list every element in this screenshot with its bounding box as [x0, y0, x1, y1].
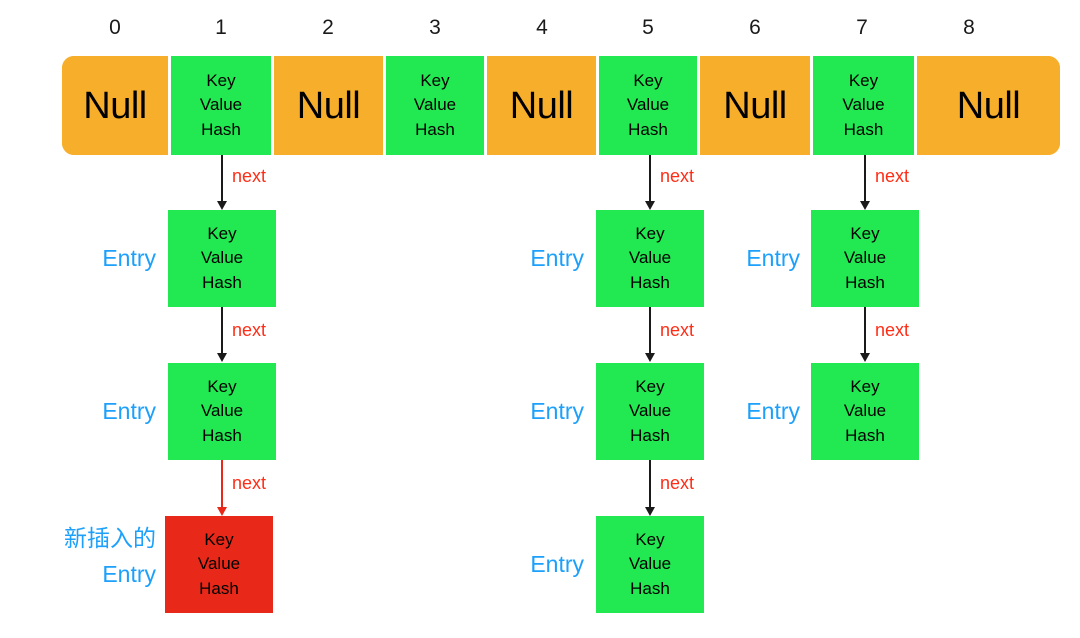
bucket-cell-0[interactable]: Null: [62, 56, 168, 155]
bucket-index-label-7: 7: [856, 16, 868, 39]
hash-label: Hash: [201, 119, 241, 139]
value-label: Value: [842, 95, 885, 115]
new-entry-side-label: 新插入的 Entry: [6, 521, 156, 592]
bucket-index-label-0: 0: [109, 16, 121, 39]
next-arrow-chain7-1: [860, 307, 870, 362]
new-entry-label-en: Entry: [102, 560, 156, 587]
bucket-cell-6[interactable]: Null: [700, 56, 810, 155]
bucket-index-label-5: 5: [642, 16, 654, 39]
next-label-chain7-0: next: [875, 166, 910, 186]
entry-side-label-chain1-0: Entry: [102, 245, 156, 271]
key-label: Key: [207, 224, 237, 244]
next-arrow-chain5-2: [645, 460, 655, 516]
hash-label: Hash: [630, 425, 670, 445]
hash-label: Hash: [845, 425, 885, 445]
hash-label: Hash: [843, 119, 884, 139]
entry-node-chain5-2[interactable]: Key Value Hash: [596, 516, 704, 613]
value-label: Value: [843, 401, 887, 421]
bucket-entry-1: Key Value Hash: [200, 69, 242, 141]
next-arrow-chain1-0: [217, 155, 227, 210]
key-label: Key: [635, 224, 665, 244]
bucket-index-label-6: 6: [749, 16, 761, 39]
key-label: Key: [850, 224, 880, 244]
bucket-cell-8[interactable]: Null: [917, 56, 1060, 155]
key-label: Key: [635, 530, 665, 550]
bucket-cell-4[interactable]: Null: [487, 56, 596, 155]
value-label: Value: [413, 95, 457, 115]
entry-node-chain1-1[interactable]: Key Value Hash: [168, 363, 276, 460]
next-arrow-chain7-0: [860, 155, 870, 210]
entry-node-chain5-0[interactable]: Key Value Hash: [596, 210, 704, 307]
entry-side-label-chain7-1: Entry: [746, 398, 800, 424]
bucket-null-label-8: Null: [956, 84, 1021, 127]
bucket-cell-5[interactable]: Key Value Hash: [596, 56, 700, 155]
next-label-chain5-0: next: [660, 166, 695, 186]
bucket-cell-2[interactable]: Null: [274, 56, 383, 155]
hash-label: Hash: [630, 272, 670, 292]
entry-node-chain5-1[interactable]: Key Value Hash: [596, 363, 704, 460]
bucket-cell-7[interactable]: Key Value Hash: [810, 56, 917, 155]
hash-label: Hash: [630, 578, 670, 598]
bucket-entry-7: Key Value Hash: [842, 69, 884, 141]
bucket-null-label-2: Null: [296, 84, 361, 127]
value-label: Value: [200, 248, 244, 268]
key-label: Key: [204, 530, 234, 550]
value-label: Value: [628, 401, 672, 421]
hash-label: Hash: [845, 272, 885, 292]
bucket-null-label-4: Null: [509, 84, 574, 127]
key-label: Key: [633, 71, 663, 91]
next-arrow-chain5-0: [645, 155, 655, 210]
key-label: Key: [850, 377, 880, 397]
bucket-index-label-2: 2: [322, 16, 334, 39]
bucket-index-label-1: 1: [215, 16, 227, 39]
entry-side-label-chain5-0: Entry: [530, 245, 584, 271]
next-label-chain1-1: next: [232, 320, 267, 340]
next-arrow-chain5-1: [645, 307, 655, 362]
bucket-array: Null Key Value Hash Null Key Value Hash …: [62, 56, 1060, 155]
hash-label: Hash: [202, 425, 242, 445]
hash-label: Hash: [199, 578, 239, 598]
bucket-index-label-3: 3: [429, 16, 441, 39]
value-label: Value: [628, 554, 672, 574]
bucket-index-label-4: 4: [536, 16, 548, 39]
entry-side-label-chain7-0: Entry: [746, 245, 800, 271]
key-label: Key: [207, 377, 237, 397]
value-label: Value: [626, 95, 670, 115]
entry-node-chain1-0[interactable]: Key Value Hash: [168, 210, 276, 307]
entry-node-chain7-0[interactable]: Key Value Hash: [811, 210, 919, 307]
bucket-entry-3: Key Value Hash: [414, 69, 456, 141]
new-entry-label-cn: 新插入的: [64, 525, 156, 551]
next-label-chain1-2: next: [232, 473, 267, 493]
value-label: Value: [628, 248, 672, 268]
next-label-chain5-2: next: [660, 473, 695, 493]
entry-side-label-chain1-1: Entry: [102, 398, 156, 424]
next-label-chain1-0: next: [232, 166, 267, 186]
entry-node-chain7-1[interactable]: Key Value Hash: [811, 363, 919, 460]
value-label: Value: [843, 248, 887, 268]
bucket-cell-3[interactable]: Key Value Hash: [383, 56, 487, 155]
value-label: Value: [197, 554, 241, 574]
bucket-null-label-6: Null: [723, 84, 787, 127]
entry-side-label-chain5-2: Entry: [530, 551, 584, 577]
key-label: Key: [206, 71, 236, 91]
next-label-chain5-1: next: [660, 320, 695, 340]
bucket-cell-1[interactable]: Key Value Hash: [168, 56, 274, 155]
hash-label: Hash: [628, 119, 668, 139]
key-label: Key: [848, 71, 879, 91]
bucket-index-label-8: 8: [963, 16, 975, 39]
next-arrow-chain1-2: [217, 460, 227, 516]
value-label: Value: [199, 95, 243, 115]
next-arrow-chain1-1: [217, 307, 227, 362]
bucket-entry-5: Key Value Hash: [627, 69, 669, 141]
key-label: Key: [420, 71, 450, 91]
entry-side-label-chain5-1: Entry: [530, 398, 584, 424]
bucket-null-label-0: Null: [83, 84, 147, 127]
entry-node-new-inserted[interactable]: Key Value Hash: [165, 516, 273, 613]
key-label: Key: [635, 377, 665, 397]
next-label-chain7-1: next: [875, 320, 910, 340]
hash-label: Hash: [202, 272, 242, 292]
value-label: Value: [200, 401, 244, 421]
hash-label: Hash: [415, 119, 455, 139]
